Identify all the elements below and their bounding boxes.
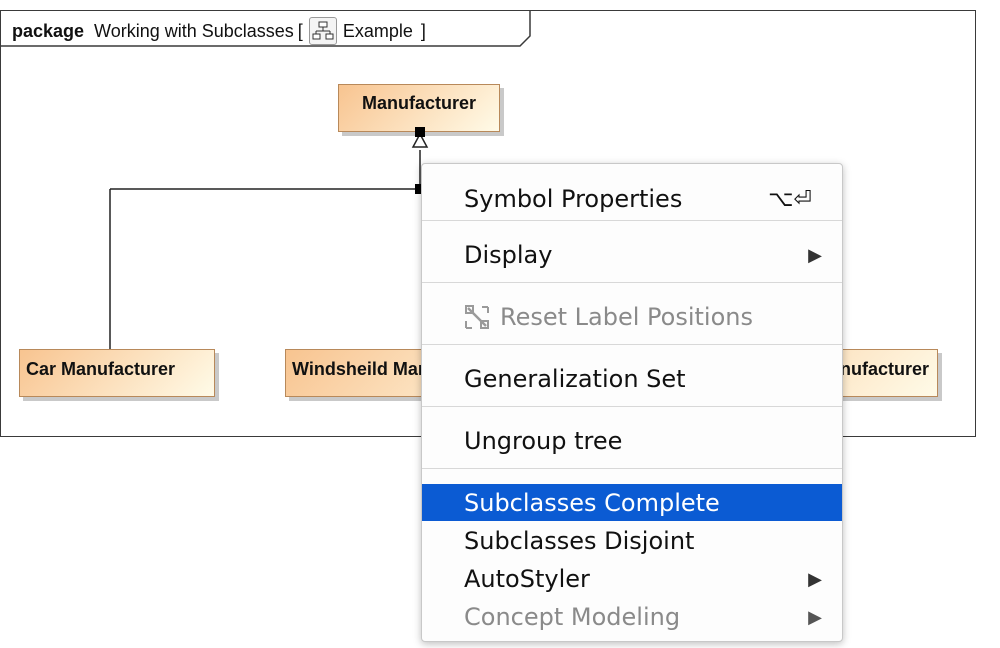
menu-item-concept-modeling[interactable]: Concept Modeling ▶ [422,598,842,636]
menu-item-label: Display [464,241,553,269]
menu-separator [422,220,842,221]
bracket-close: ] [420,20,426,41]
menu-item-label: Subclasses Complete [464,488,720,517]
menu-item-label: Ungroup tree [464,427,623,455]
submenu-arrow-icon: ▶ [808,244,822,266]
menu-item-subclasses-disjoint[interactable]: Subclasses Disjoint [422,522,842,560]
menu-item-label: Reset Label Positions [500,303,753,331]
menu-item-label: Concept Modeling [464,603,681,631]
menu-separator [422,344,842,345]
menu-separator [422,406,842,407]
package-header: package Working with Subclasses [ Exampl… [12,17,426,45]
selection-handle[interactable] [415,127,425,137]
menu-item-label: Symbol Properties [464,185,683,213]
diagram-name: Example [342,20,413,41]
menu-item-generalization-set[interactable]: Generalization Set [422,350,842,408]
class-name: Manufacturer [361,93,477,113]
class-manufacturer[interactable]: Manufacturer [338,84,500,132]
menu-item-label: Generalization Set [464,365,686,393]
reset-label-icon [464,304,490,330]
class-name: Car Manufacturer [26,358,176,379]
menu-separator [422,282,842,283]
shortcut-option-enter: ⌥⏎ [768,186,812,212]
context-menu: Symbol Properties ⌥⏎ Display ▶ Reset Lab… [421,163,843,642]
menu-item-ungroup-tree[interactable]: Ungroup tree [422,412,842,470]
menu-item-display[interactable]: Display ▶ [422,226,842,284]
menu-separator [422,468,842,469]
class-car-manufacturer[interactable]: Car Manufacturer [19,349,215,397]
package-name: Working with Subclasses [94,20,294,41]
bracket-open: [ [297,20,303,41]
menu-item-label: Subclasses Disjoint [464,527,695,555]
menu-item-autostyler[interactable]: AutoStyler ▶ [422,560,842,598]
class-diagram-icon [308,17,337,45]
package-keyword: package [12,20,85,41]
menu-item-label: AutoStyler [464,565,590,593]
submenu-arrow-icon: ▶ [808,568,822,590]
submenu-arrow-icon: ▶ [808,606,822,628]
menu-item-subclasses-complete[interactable]: Subclasses Complete [422,484,842,521]
selection-handle[interactable] [415,184,425,194]
menu-item-reset-label-positions: Reset Label Positions [422,288,842,346]
menu-item-symbol-properties[interactable]: Symbol Properties ⌥⏎ [422,170,842,228]
generalization-arrowhead [411,132,429,148]
